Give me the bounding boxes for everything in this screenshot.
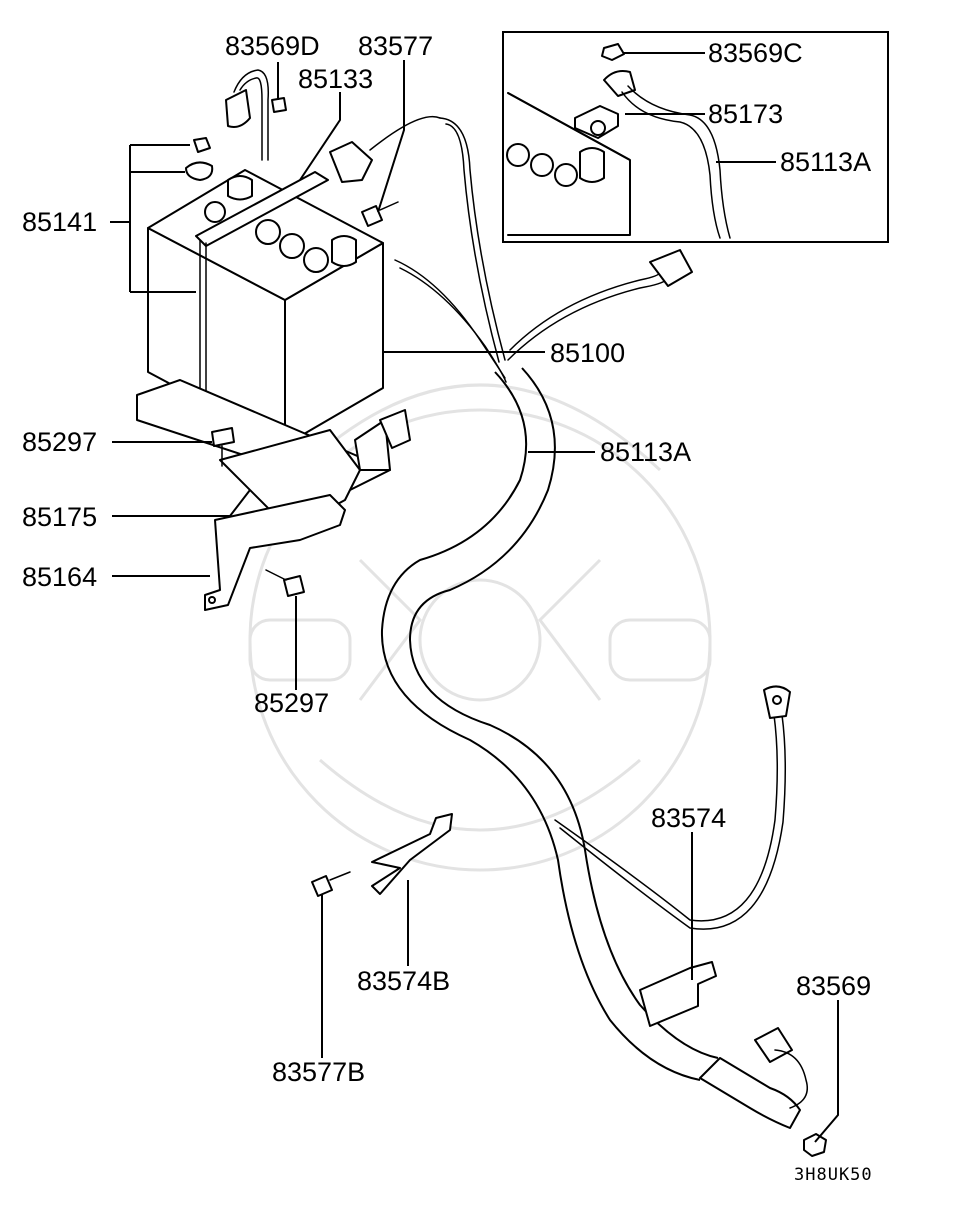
- terminal-cable-top: [225, 69, 287, 161]
- label-83574B: 83574B: [357, 966, 450, 996]
- label-83569: 83569: [796, 971, 871, 1001]
- clamp-83574: [639, 961, 717, 1027]
- label-85113A: 85113A: [600, 437, 691, 467]
- label-85173: 85173: [708, 99, 783, 129]
- label-85141: 85141: [22, 207, 97, 237]
- bolt-83577B: [311, 871, 351, 897]
- label-85133: 85133: [298, 64, 373, 94]
- diagram-code: 3H8UK50: [794, 1165, 873, 1185]
- label-85113A-inset: 85113A: [780, 147, 871, 177]
- inset-box: [502, 31, 889, 243]
- bolt-83577: [361, 201, 399, 227]
- label-83569D: 83569D: [225, 31, 320, 61]
- bolt-85297-upper: [211, 427, 235, 467]
- nut-83569: [803, 1133, 827, 1157]
- label-83577: 83577: [358, 31, 433, 61]
- bracket: [204, 494, 346, 611]
- label-83574: 83574: [651, 803, 726, 833]
- fusible-connector: [329, 115, 441, 183]
- clamp-83574B: [371, 813, 453, 895]
- label-85297-lower: 85297: [254, 688, 329, 718]
- part-labels: 83569D 83577 85133 83569C 85173 85113A 8…: [22, 31, 873, 1185]
- main-cable: [380, 117, 808, 1129]
- label-85175: 85175: [22, 502, 97, 532]
- bolt-85297-lower: [265, 569, 305, 597]
- label-83577B: 83577B: [272, 1057, 365, 1087]
- leader-lines: [110, 60, 839, 1143]
- hold-down: [185, 137, 329, 411]
- watermark-emblem: [248, 383, 712, 872]
- label-85100: 85100: [550, 338, 625, 368]
- label-85164: 85164: [22, 562, 97, 592]
- label-83569C: 83569C: [708, 38, 803, 68]
- label-85297-upper: 85297: [22, 427, 97, 457]
